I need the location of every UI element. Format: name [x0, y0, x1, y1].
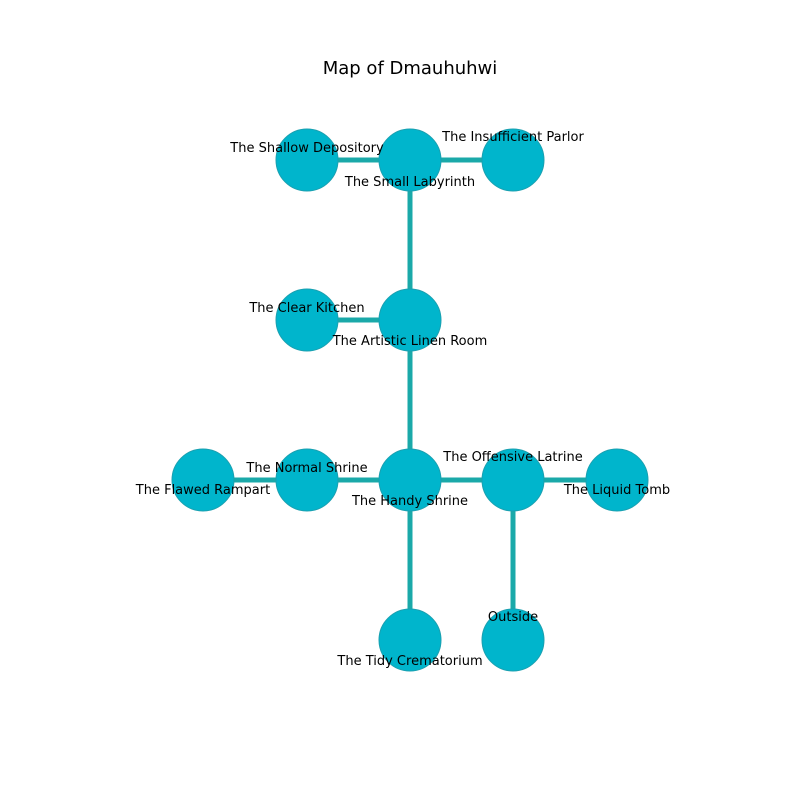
room-node-insufficient-parlor — [481, 128, 545, 192]
room-label-offensive-latrine: The Offensive Latrine — [442, 450, 582, 465]
room-node-liquid-tomb — [585, 448, 649, 512]
room-label-small-labyrinth: The Small Labyrinth — [344, 175, 475, 190]
connections — [203, 157, 617, 640]
room-label-handy-shrine: The Handy Shrine — [351, 494, 468, 509]
room-label-normal-shrine: The Normal Shrine — [245, 461, 367, 476]
room-node-artistic-linen-room — [378, 288, 442, 352]
room-node-offensive-latrine — [481, 448, 545, 512]
room-label-clear-kitchen: The Clear Kitchen — [248, 301, 364, 316]
room-label-tidy-crematorium: The Tidy Crematorium — [336, 654, 482, 669]
room-label-shallow-depository: The Shallow Depository — [229, 141, 384, 156]
room-node-outside — [481, 608, 545, 672]
room-node-small-labyrinth — [378, 128, 442, 192]
room-node-flawed-rampart — [171, 448, 235, 512]
room-label-insufficient-parlor: The Insufficient Parlor — [441, 130, 584, 145]
room-node-normal-shrine — [275, 448, 339, 512]
room-label-outside: Outside — [488, 610, 538, 625]
map-title: Map of Dmauhuhwi — [323, 58, 498, 79]
room-node-handy-shrine — [378, 448, 442, 512]
rooms — [171, 128, 649, 672]
room-labels: The Small Labyrinth The Shallow Depositor… — [135, 130, 670, 669]
room-label-artistic-linen-room: The Artistic Linen Room — [332, 334, 488, 349]
room-node-tidy-crematorium — [378, 608, 442, 672]
room-node-shallow-depository — [275, 128, 339, 192]
room-label-flawed-rampart: The Flawed Rampart — [135, 483, 270, 498]
room-label-liquid-tomb: The Liquid Tomb — [563, 483, 670, 498]
room-node-clear-kitchen — [275, 288, 339, 352]
